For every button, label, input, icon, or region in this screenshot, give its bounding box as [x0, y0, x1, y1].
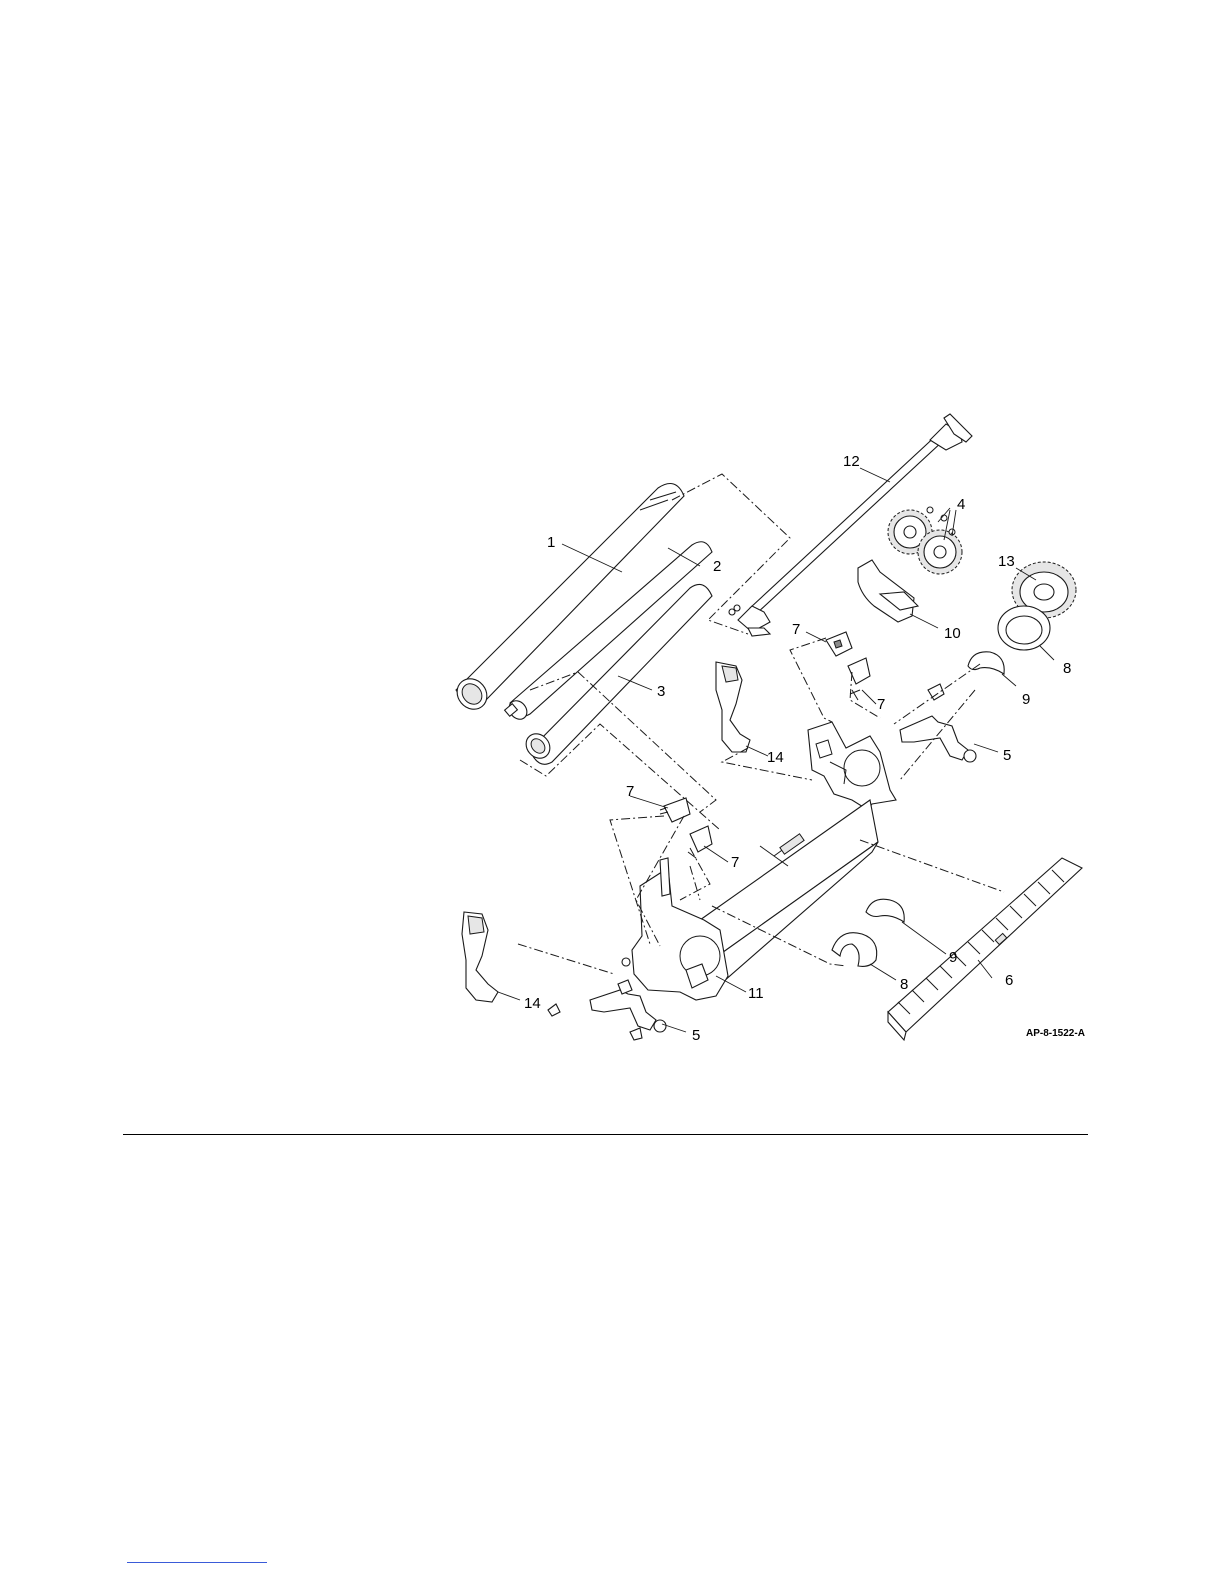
callout-1: 1 [547, 534, 555, 551]
callout-7-d: 7 [731, 854, 739, 871]
arm-part-5-upper [900, 684, 976, 762]
callout-10: 10 [944, 625, 961, 642]
bearing-part-8-upper [998, 606, 1050, 650]
callout-11: 11 [748, 985, 764, 1002]
callout-7-c: 7 [626, 783, 634, 800]
callout-8-lower: 8 [900, 976, 908, 993]
bearing-part-8-lower [832, 933, 877, 967]
figure-id: AP-8-1522-A [1026, 1028, 1085, 1039]
footer-link-underline[interactable] [127, 1562, 267, 1563]
clip-part-7-d [688, 826, 712, 858]
callout-5-lower: 5 [692, 1027, 700, 1044]
lever-part-14-upper [716, 662, 750, 752]
callout-3: 3 [657, 683, 665, 700]
callout-14-upper: 14 [767, 749, 784, 766]
clip-part-7-c [660, 798, 690, 822]
frame-part-11 [700, 800, 878, 988]
lever-part-14-lower [462, 912, 498, 1002]
callout-8-upper: 8 [1063, 660, 1071, 677]
callout-13: 13 [998, 553, 1015, 570]
right-side-frame [808, 722, 896, 810]
shaft-part-12 [729, 414, 972, 636]
callout-14-lower: 14 [524, 995, 541, 1012]
callout-2: 2 [713, 558, 721, 575]
callout-4: 4 [957, 496, 965, 513]
callout-9-upper: 9 [1022, 691, 1030, 708]
callout-9-lower: 9 [949, 949, 957, 966]
gear-bracket-part-10 [858, 560, 918, 622]
clip-part-7-a [826, 632, 852, 656]
callout-6: 6 [1005, 972, 1013, 989]
callout-7-a: 7 [792, 621, 800, 638]
gears-part-4 [888, 507, 962, 574]
bushing-part-9-upper [968, 652, 1004, 674]
bushing-part-9-lower [866, 899, 904, 922]
page-divider-rule [123, 1134, 1088, 1135]
left-side-frame [622, 858, 728, 1000]
callout-5-upper: 5 [1003, 747, 1011, 764]
callout-7-b: 7 [877, 696, 885, 713]
callout-12: 12 [843, 453, 860, 470]
